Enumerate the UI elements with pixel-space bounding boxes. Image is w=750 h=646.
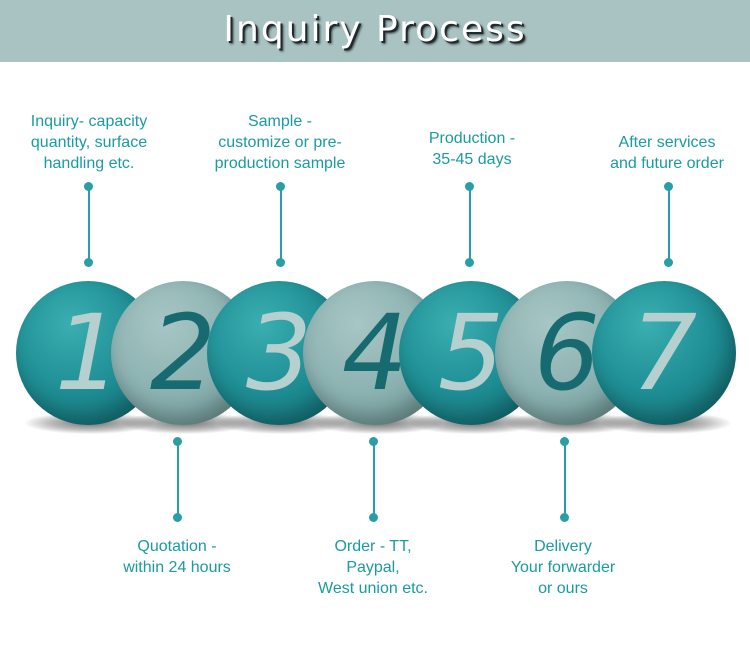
step-7-label: After services and future order xyxy=(610,134,724,172)
step-1-label: Inquiry- capacity quantity, surface hand… xyxy=(30,113,148,172)
step-6-bottom-dot xyxy=(560,513,569,522)
step-2-bottom-dot xyxy=(173,513,182,522)
step-1-bottom-dot xyxy=(84,258,93,267)
step-2-label: Quotation - within 24 hours xyxy=(123,538,231,576)
step-4-bottom-dot xyxy=(369,513,378,522)
step-5-connector xyxy=(468,186,471,262)
step-3-label: Sample - customize or pre- production sa… xyxy=(214,113,346,172)
step-7-ball: 7 xyxy=(592,281,736,425)
step-6-connector xyxy=(563,441,566,517)
step-7-bottom-dot xyxy=(664,258,673,267)
step-7-connector xyxy=(667,186,670,262)
step-1-connector xyxy=(87,186,90,262)
step-7-number: 7 xyxy=(630,292,698,414)
step-1-number: 1 xyxy=(54,292,122,414)
step-3-connector xyxy=(279,186,282,262)
step-5-number: 5 xyxy=(437,292,505,414)
page-title: Inquiry Process xyxy=(223,9,527,50)
step-2-number: 2 xyxy=(149,292,217,414)
step-4-label: Order - TT, Paypal, West union etc. xyxy=(318,538,428,597)
step-6-number: 6 xyxy=(533,292,601,414)
step-4-number: 4 xyxy=(341,292,409,414)
step-3-bottom-dot xyxy=(276,258,285,267)
step-4-connector xyxy=(372,441,375,517)
step-2-connector xyxy=(176,441,179,517)
header-bar: Inquiry Process xyxy=(0,0,750,62)
step-5-bottom-dot xyxy=(465,258,474,267)
step-3-number: 3 xyxy=(245,292,313,414)
step-5-label: Production - 35-45 days xyxy=(428,130,516,168)
step-6-label: Delivery Your forwarder or ours xyxy=(510,538,616,597)
